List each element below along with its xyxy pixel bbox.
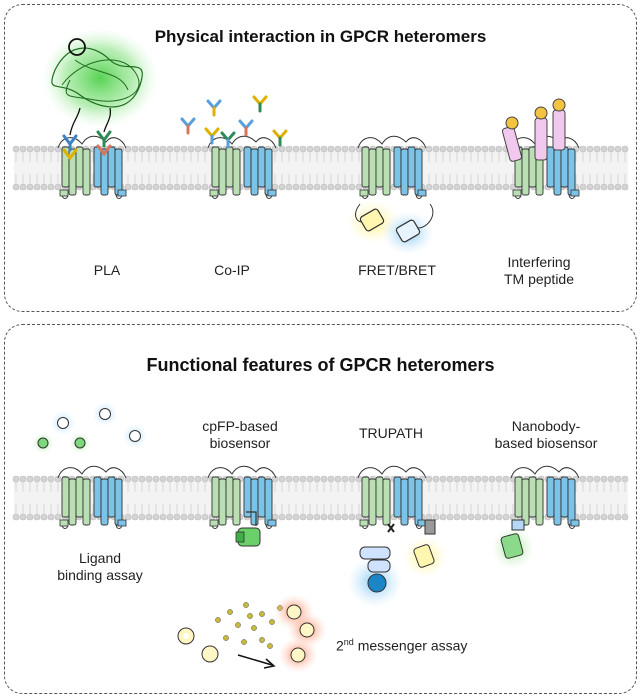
trupath-sensor (347, 519, 447, 608)
pla-amplification-signal (42, 28, 158, 161)
interfering-tm-peptides (501, 98, 566, 162)
label-interfering: Interfering (507, 254, 571, 270)
coip-antibodies (180, 95, 288, 149)
label-second-messenger: 2nd messenger assay (336, 637, 468, 654)
label-trupath: TRUPATH (358, 425, 424, 441)
functional-panel-title: Functional features of GPCR heteromers (146, 355, 495, 375)
label-binding-assay: binding assay (57, 567, 143, 583)
label-tm-peptide: TM peptide (503, 271, 575, 287)
label-fret-bret: FRET/BRET (358, 262, 436, 278)
receptor-dimer-fret (357, 135, 427, 199)
label-pla: PLA (93, 262, 121, 278)
receptor-dimer-pla (57, 135, 127, 199)
label-cpfp: cpFP-based (202, 418, 278, 434)
label-nanobody: Nanobody- (511, 418, 581, 434)
cpfp-sensor (235, 511, 261, 547)
label-ligand: Ligand (78, 550, 122, 566)
receptor-dimer-trupath (357, 465, 427, 529)
label-coip: Co-IP (214, 262, 250, 278)
nanobody-sensor (491, 519, 535, 570)
physical-panel-title: Physical interaction in GPCR heteromers (154, 27, 487, 46)
label-nanobody-biosensor: based biosensor (494, 435, 598, 451)
label-biosensor: biosensor (209, 435, 271, 451)
fret-bret-sensors (347, 200, 434, 255)
second-messenger-assay (177, 594, 327, 673)
ligand-molecules (32, 401, 148, 454)
receptor-dimer-ligand (57, 465, 127, 529)
receptor-dimer-coip (207, 135, 277, 199)
receptor-dimer-cpfp (207, 465, 277, 529)
